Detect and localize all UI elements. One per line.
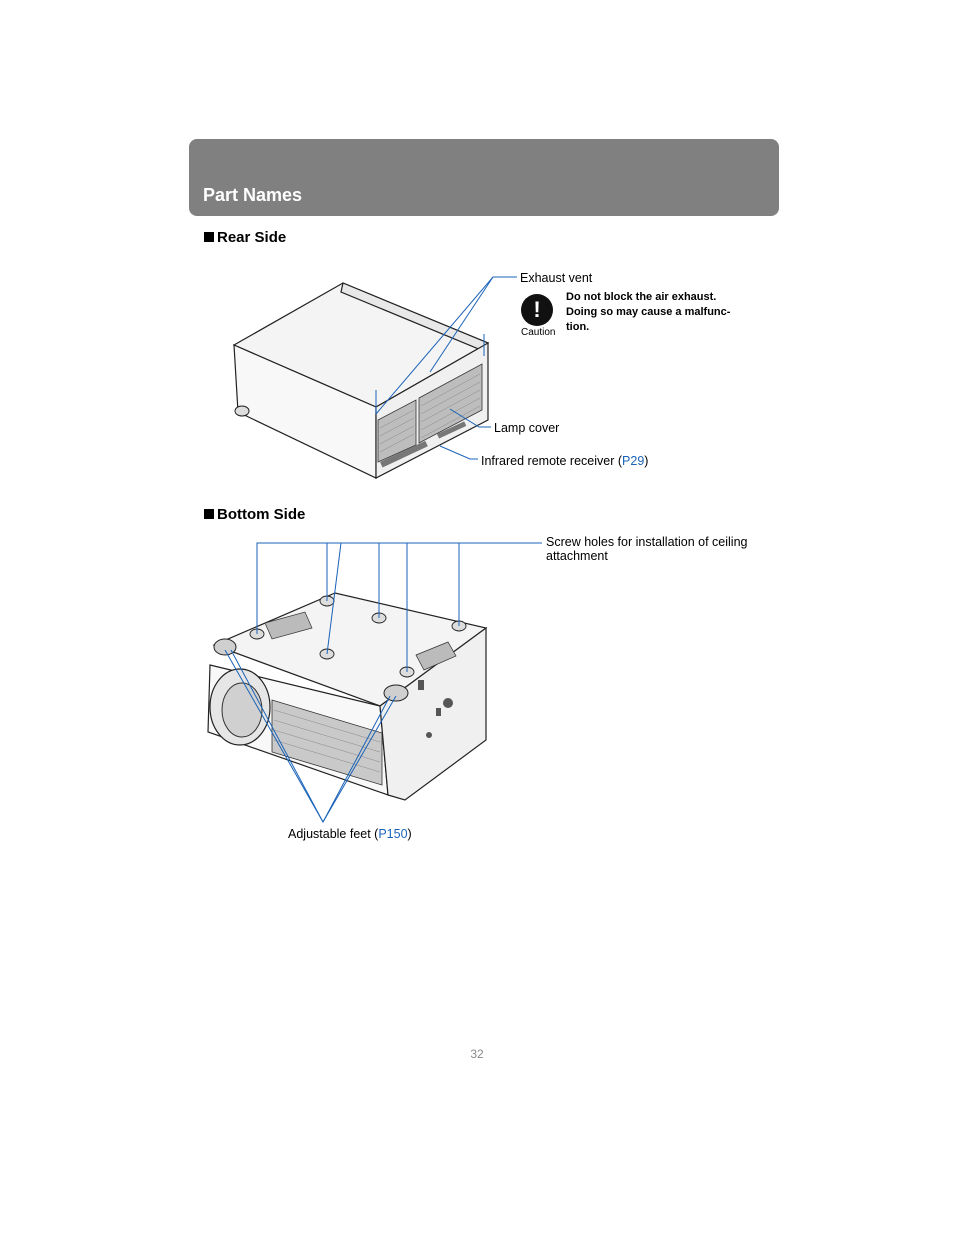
rear-side-heading: Rear Side (204, 229, 286, 246)
caution-text: Do not block the air exhaust. Doing so m… (566, 291, 731, 333)
page-title: Part Names (203, 185, 303, 205)
adjustable-feet-label: Adjustable feet (P150) (288, 827, 412, 841)
page-number: 32 (470, 1047, 484, 1061)
bullet-square-icon (204, 232, 214, 242)
page-link-p150[interactable]: P150 (378, 827, 408, 841)
exhaust-vent-label: Exhaust vent (520, 271, 593, 285)
lamp-cover-label: Lamp cover (494, 421, 560, 435)
chapter-header: Part Names (189, 139, 779, 216)
page-link-p29[interactable]: P29 (622, 454, 645, 468)
bottom-side-heading: Bottom Side (204, 506, 305, 523)
infrared-receiver-label: Infrared remote receiver (P29) (481, 454, 649, 468)
screw-holes-label: Screw holes for installation of ceiling … (546, 535, 748, 563)
caution-icon-label: Caution (521, 327, 556, 338)
exclamation-circle-icon: ! (521, 294, 553, 326)
bullet-square-icon (204, 509, 214, 519)
